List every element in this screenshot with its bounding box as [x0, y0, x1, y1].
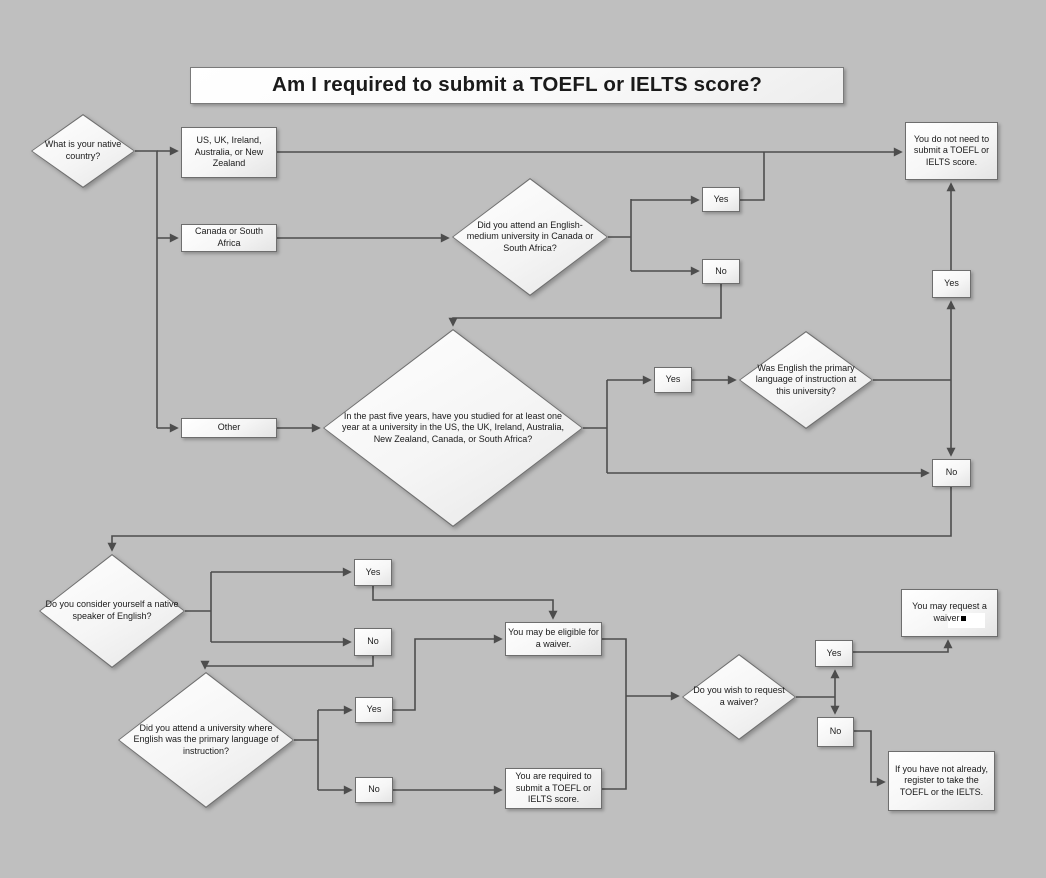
yes-box-right-column: Yes — [932, 270, 971, 298]
yes-box-request-waiver: Yes — [815, 640, 853, 667]
no-box-right-column: No — [932, 459, 971, 487]
decision-label: Do you consider yourself a native speake… — [45, 599, 179, 621]
decision-label: In the past five years, have you studied… — [341, 410, 565, 444]
outcome-may-request-waiver: You may request a waiver▪ — [901, 589, 998, 637]
flowchart-title: Am I required to submit a TOEFL or IELTS… — [190, 67, 844, 104]
decision-native-country: What is your native country? — [31, 114, 135, 188]
option-us-uk-ireland-australia-nz: US, UK, Ireland, Australia, or New Zeala… — [181, 127, 277, 178]
decision-english-medium-canada-sa: Did you attend an English-medium univers… — [452, 178, 608, 296]
decision-past-five-years-study: In the past five years, have you studied… — [323, 329, 583, 527]
decision-label: Do you wish to request a waiver? — [693, 685, 785, 707]
decision-english-primary-at-university: Was English the primary language of inst… — [739, 331, 873, 429]
decision-label: Did you attend an English-medium univers… — [466, 219, 594, 253]
outcome-label: You may request a waiver — [912, 601, 987, 623]
outcome-register-toefl-ielts: If you have not already, register to tak… — [888, 751, 995, 811]
option-canada-south-africa: Canada or South Africa — [181, 224, 277, 252]
decision-label: Did you attend a university where Englis… — [133, 722, 279, 756]
no-box-request-waiver: No — [817, 717, 854, 747]
no-box-native-speaker: No — [354, 628, 392, 656]
yes-box-past-five-years: Yes — [654, 367, 692, 393]
decision-label: What is your native country? — [44, 139, 122, 161]
yes-box-english-medium: Yes — [702, 187, 740, 212]
decision-label: Was English the primary language of inst… — [755, 362, 857, 396]
yes-box-native-speaker: Yes — [354, 559, 392, 586]
yes-box-university-english: Yes — [355, 697, 393, 723]
decision-university-english-primary: Did you attend a university where Englis… — [118, 672, 294, 808]
black-square-artifact: ▪ — [960, 616, 966, 621]
outcome-waiver-eligible: You may be eligible for a waiver. — [505, 622, 602, 656]
decision-native-speaker: Do you consider yourself a native speake… — [39, 554, 185, 668]
no-box-english-medium: No — [702, 259, 740, 284]
redaction-patch — [948, 613, 985, 628]
outcome-score-required: You are required to submit a TOEFL or IE… — [505, 768, 602, 809]
decision-request-waiver: Do you wish to request a waiver? — [682, 654, 796, 740]
no-box-university-english: No — [355, 777, 393, 803]
outcome-no-toefl-needed: You do not need to submit a TOEFL or IEL… — [905, 122, 998, 180]
option-other: Other — [181, 418, 277, 438]
